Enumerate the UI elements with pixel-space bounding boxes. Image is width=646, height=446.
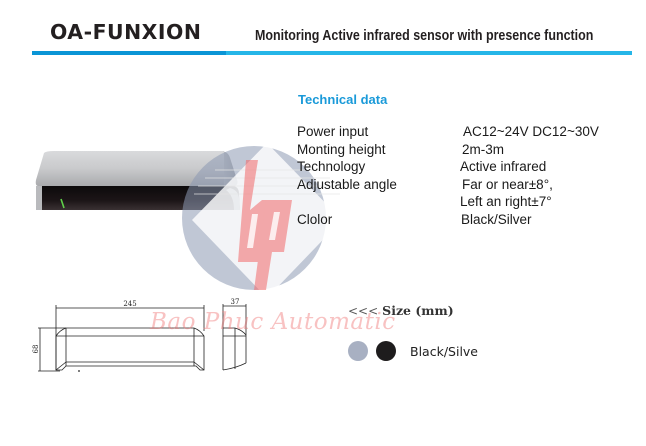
header-divider xyxy=(32,51,632,55)
spec-label-power-input: Power input xyxy=(297,124,369,139)
technical-data-title: Technical data xyxy=(298,92,388,107)
size-caption: <<<Size (mm) xyxy=(348,303,454,318)
spec-value-adjustable-angle: Far or near±8°, xyxy=(462,177,553,192)
depth-dimension-label: 37 xyxy=(231,298,240,306)
spec-value-mounting-height: 2m-3m xyxy=(462,142,505,157)
width-dimension-label: 245 xyxy=(123,300,136,308)
spec-label-adjustable-angle: Adjustable angle xyxy=(297,177,397,192)
color-options-label: Black/Silve xyxy=(410,344,478,359)
arrow-left-icon: <<< xyxy=(348,304,379,318)
spec-value-color: Black/Silver xyxy=(461,212,532,227)
spec-label-mounting-height: Monting height xyxy=(297,142,386,157)
model-name: OA-FUNXION xyxy=(50,20,202,44)
divider-dark-segment xyxy=(32,51,226,55)
silver-color-swatch xyxy=(348,341,368,361)
divider-light-segment xyxy=(226,51,632,55)
size-caption-text: Size (mm) xyxy=(382,303,454,318)
spec-label-technology: Technology xyxy=(297,159,366,174)
black-color-swatch xyxy=(376,341,396,361)
height-dimension-label: 68 xyxy=(32,345,40,354)
spec-value-technology: Active infrared xyxy=(460,159,547,174)
product-subtitle: Monitoring Active infrared sensor with p… xyxy=(255,28,594,44)
spec-value-power-input: AC12~24V DC12~30V xyxy=(463,124,599,139)
spec-value-adjustable-angle-2: Left an right±7° xyxy=(460,194,552,209)
spec-label-color: Clolor xyxy=(297,212,333,227)
